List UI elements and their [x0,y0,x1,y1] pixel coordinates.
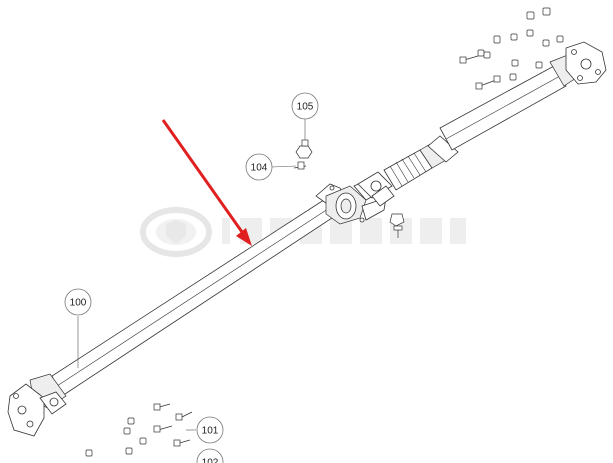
callout-105-label: 105 [297,102,314,113]
slip-joint-boot [383,141,447,191]
callout-102-label: 102 [202,458,219,463]
callout-100-label: 100 [70,298,87,309]
red-arrow-icon [161,119,252,246]
right-flange-yoke [549,41,607,87]
front-shaft-tube [51,195,339,397]
callout-100[interactable]: 100 [64,288,92,316]
callout-105[interactable]: 105 [291,92,319,120]
callout-104[interactable]: 104 [245,153,273,181]
callout-leaders [77,119,306,431]
hardware-front-bolts [85,403,193,457]
rear-shaft-tube [427,65,567,163]
callout-101-label: 101 [202,426,219,437]
hardware-rear-bolts [459,7,564,90]
callout-101[interactable]: 101 [196,416,224,444]
hardware-center-bolts [293,139,405,238]
callout-104-label: 104 [251,163,268,174]
left-flange-yoke [7,373,67,437]
callout-102[interactable]: 102 [196,448,224,463]
center-universal-joint [357,171,395,207]
